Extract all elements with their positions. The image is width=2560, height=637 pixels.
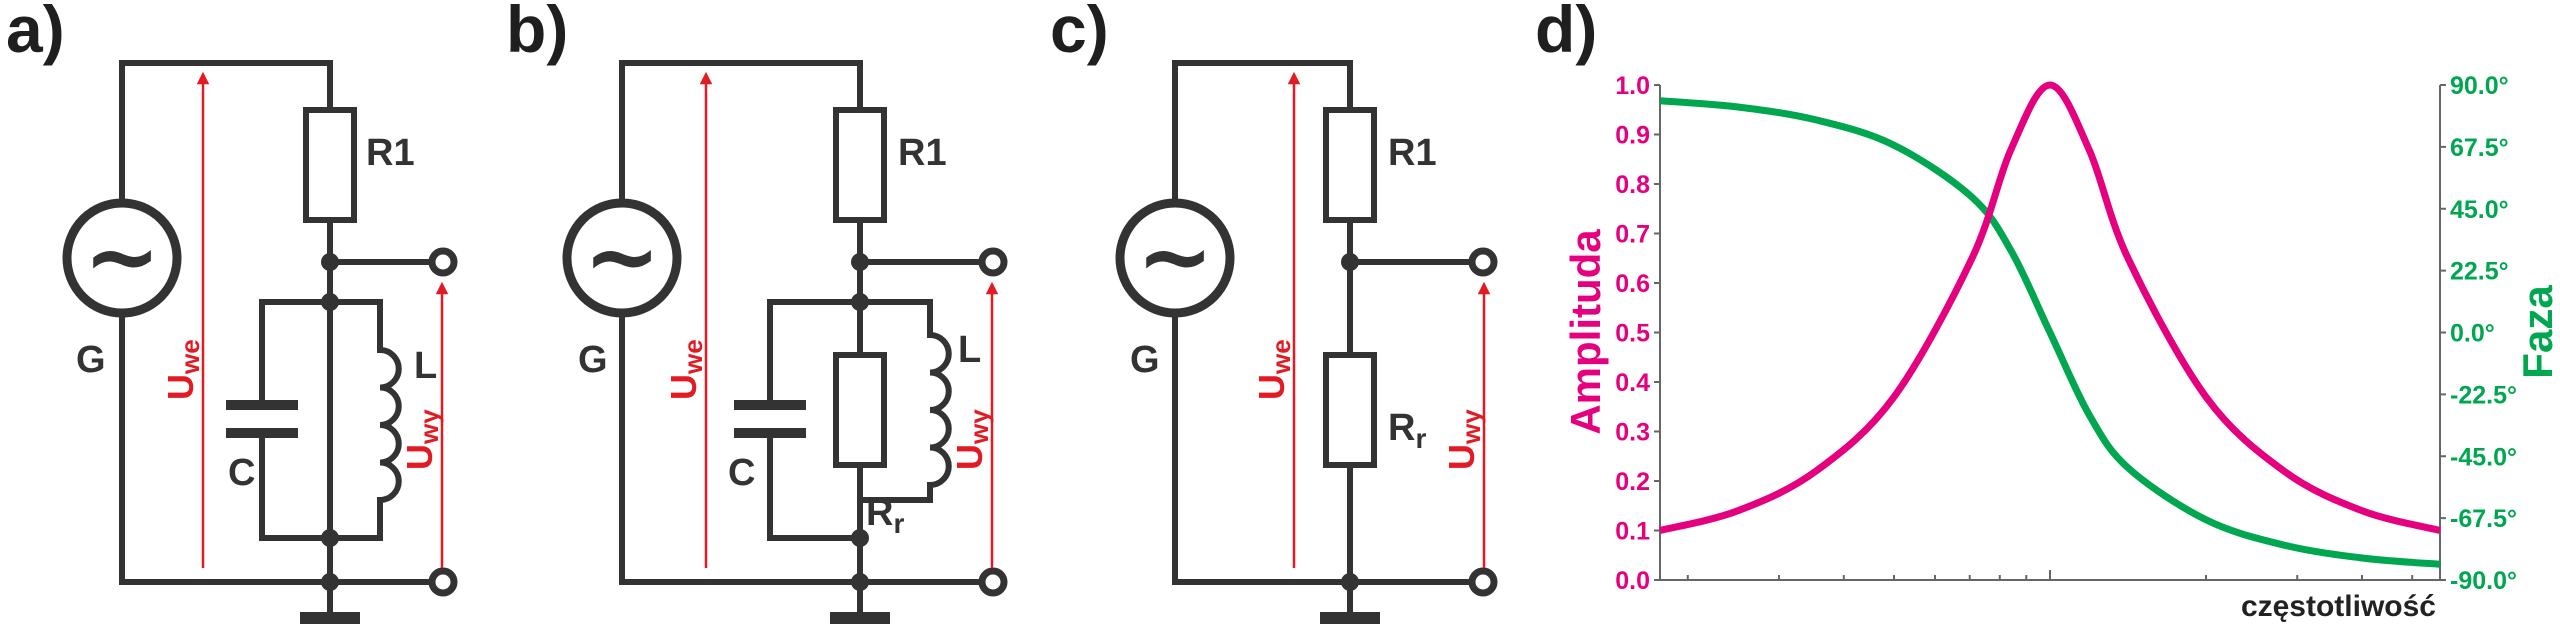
label-r1-c: R1 [1388,132,1437,174]
right-tick-label: 0.0° [2450,320,2495,348]
label-g-b: G [578,339,608,381]
circuit-a: a) ~ G R1 [6,0,458,624]
right-tick-label: 22.5° [2450,258,2509,286]
panel-label-a: a) [6,0,65,66]
right-tick-label: -67.5° [2450,505,2517,533]
output-terminal-a [428,247,458,277]
label-uwy-b: Uwy [949,409,994,470]
label-l-a: L [414,345,437,387]
y-axis-title-left: Amplituda [1562,229,1609,435]
label-uwy-c: Uwy [1441,409,1486,470]
resistor-r1-a [303,107,357,223]
left-tick-label: 0.1 [1615,518,1650,546]
resistor-r1-b [833,107,887,223]
sine-symbol-c: ~ [1136,203,1213,310]
amplitude-series-line [1659,81,2441,534]
ground-a [300,612,360,624]
label-uwy-a: Uwy [399,409,444,470]
left-tick-label: 0.8 [1615,171,1650,199]
label-uwe-b: Uwe [663,339,708,400]
y-axis-title-right: Faza [2514,285,2560,379]
right-tick-label: 67.5° [2450,134,2509,162]
sine-symbol-b: ~ [583,203,660,310]
label-c-a: C [228,452,255,494]
left-tick-label: 0.0 [1615,567,1650,595]
right-tick-label: -45.0° [2450,443,2517,471]
label-uwe-a: Uwe [160,339,205,400]
inductor-a [376,346,402,504]
ground-b [830,612,890,624]
ground-c [1320,612,1380,624]
source-a [62,198,182,318]
circuit-b: b) ~ G R1 C L Rr Uwe Uwy [506,0,1008,624]
top-wire-a [119,60,333,113]
right-tick-label: -22.5° [2450,381,2517,409]
x-axis-ticks [1686,570,2414,580]
left-tick-label: 0.7 [1615,221,1650,249]
x-axis-title: częstotliwość [2241,590,2436,623]
frequency-response-chart: d) 0.0 0.1 0.2 0.3 0.4 0.5 0.6 0.7 0.8 0.9 1.0 -90… [1535,0,2560,623]
left-tick-label: 0.4 [1615,369,1650,397]
label-l-b: L [958,329,981,371]
source-c [1115,198,1235,318]
inductor-b [926,331,952,489]
label-rr-b: Rr [866,492,904,539]
source-b [562,198,682,318]
output-terminal-c [1468,247,1498,277]
label-r1-a: R1 [366,132,415,174]
right-tick-label: -90.0° [2450,567,2517,595]
label-rr-c: Rr [1388,407,1426,454]
label-r1-b: R1 [898,132,947,174]
panel-label-d: d) [1535,0,1597,66]
left-tick-label: 0.3 [1615,419,1650,447]
left-axis-ticks: 0.0 0.1 0.2 0.3 0.4 0.5 0.6 0.7 0.8 0.9 1.0 [1615,72,1660,595]
phase-series-line [1659,97,2441,568]
panel-label-c: c) [1050,0,1109,66]
label-g-a: G [76,339,106,381]
left-tick-label: 0.9 [1615,122,1650,150]
circuit-c: c) ~ G R1 Rr Uwe Uwy [1050,0,1498,624]
left-tick-label: 0.6 [1615,270,1650,298]
left-tick-label: 1.0 [1615,72,1650,100]
left-tick-label: 0.2 [1615,468,1650,496]
resistor-r1-c [1323,107,1377,223]
label-uwe-c: Uwe [1251,339,1296,400]
resistor-rr-b [833,352,887,468]
output-terminal-b [978,247,1008,277]
label-g-c: G [1130,339,1160,381]
right-tick-label: 90.0° [2450,72,2509,100]
resistor-rr-c [1323,352,1377,468]
sine-symbol-a: ~ [83,203,160,310]
panel-label-b: b) [506,0,568,66]
left-tick-label: 0.5 [1615,320,1650,348]
right-tick-label: 45.0° [2450,196,2509,224]
label-c-b: C [728,452,755,494]
right-axis-ticks: -90.0° -67.5° -45.0° -22.5° 0.0° 22.5° 45.0° 67… [2440,72,2517,595]
